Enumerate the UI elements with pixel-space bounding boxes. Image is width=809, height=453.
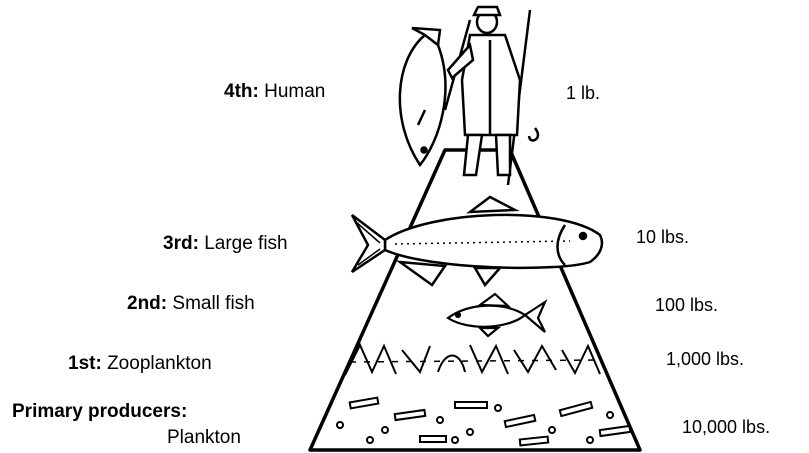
level-4-weight: 1 lb. [566,84,600,102]
level-3-name: Large fish [204,233,287,254]
level-1-rank: 1st: [68,353,102,374]
primary-producers-name: Plankton [167,428,241,447]
level-1-label: 1st: Zooplankton [68,354,212,373]
level-2-rank: 2nd: [127,293,167,314]
level-1-name: Zooplankton [107,353,212,374]
level-2-label: 2nd: Small fish [127,294,255,313]
phytoplankton-icon [337,398,630,446]
level-4-rank: 4th: [224,81,259,102]
level-4-label: 4th: Human [224,82,325,101]
level-4-name: Human [264,81,325,102]
primary-producers-label: Primary producers: [12,402,187,421]
fisherman-icon [400,7,538,185]
level-3-weight: 10 lbs. [636,228,689,246]
level-3-label: 3rd: Large fish [163,234,288,253]
zooplankton-icon [345,345,600,375]
primary-producers-weight: 10,000 lbs. [682,418,770,436]
primary-producers-rank: Primary producers: [12,401,187,422]
small-fish-icon [448,294,545,336]
level-3-rank: 3rd: [163,233,199,254]
level-2-weight: 100 lbs. [655,296,718,314]
level-2-name: Small fish [172,293,254,314]
level-1-weight: 1,000 lbs. [666,350,744,368]
